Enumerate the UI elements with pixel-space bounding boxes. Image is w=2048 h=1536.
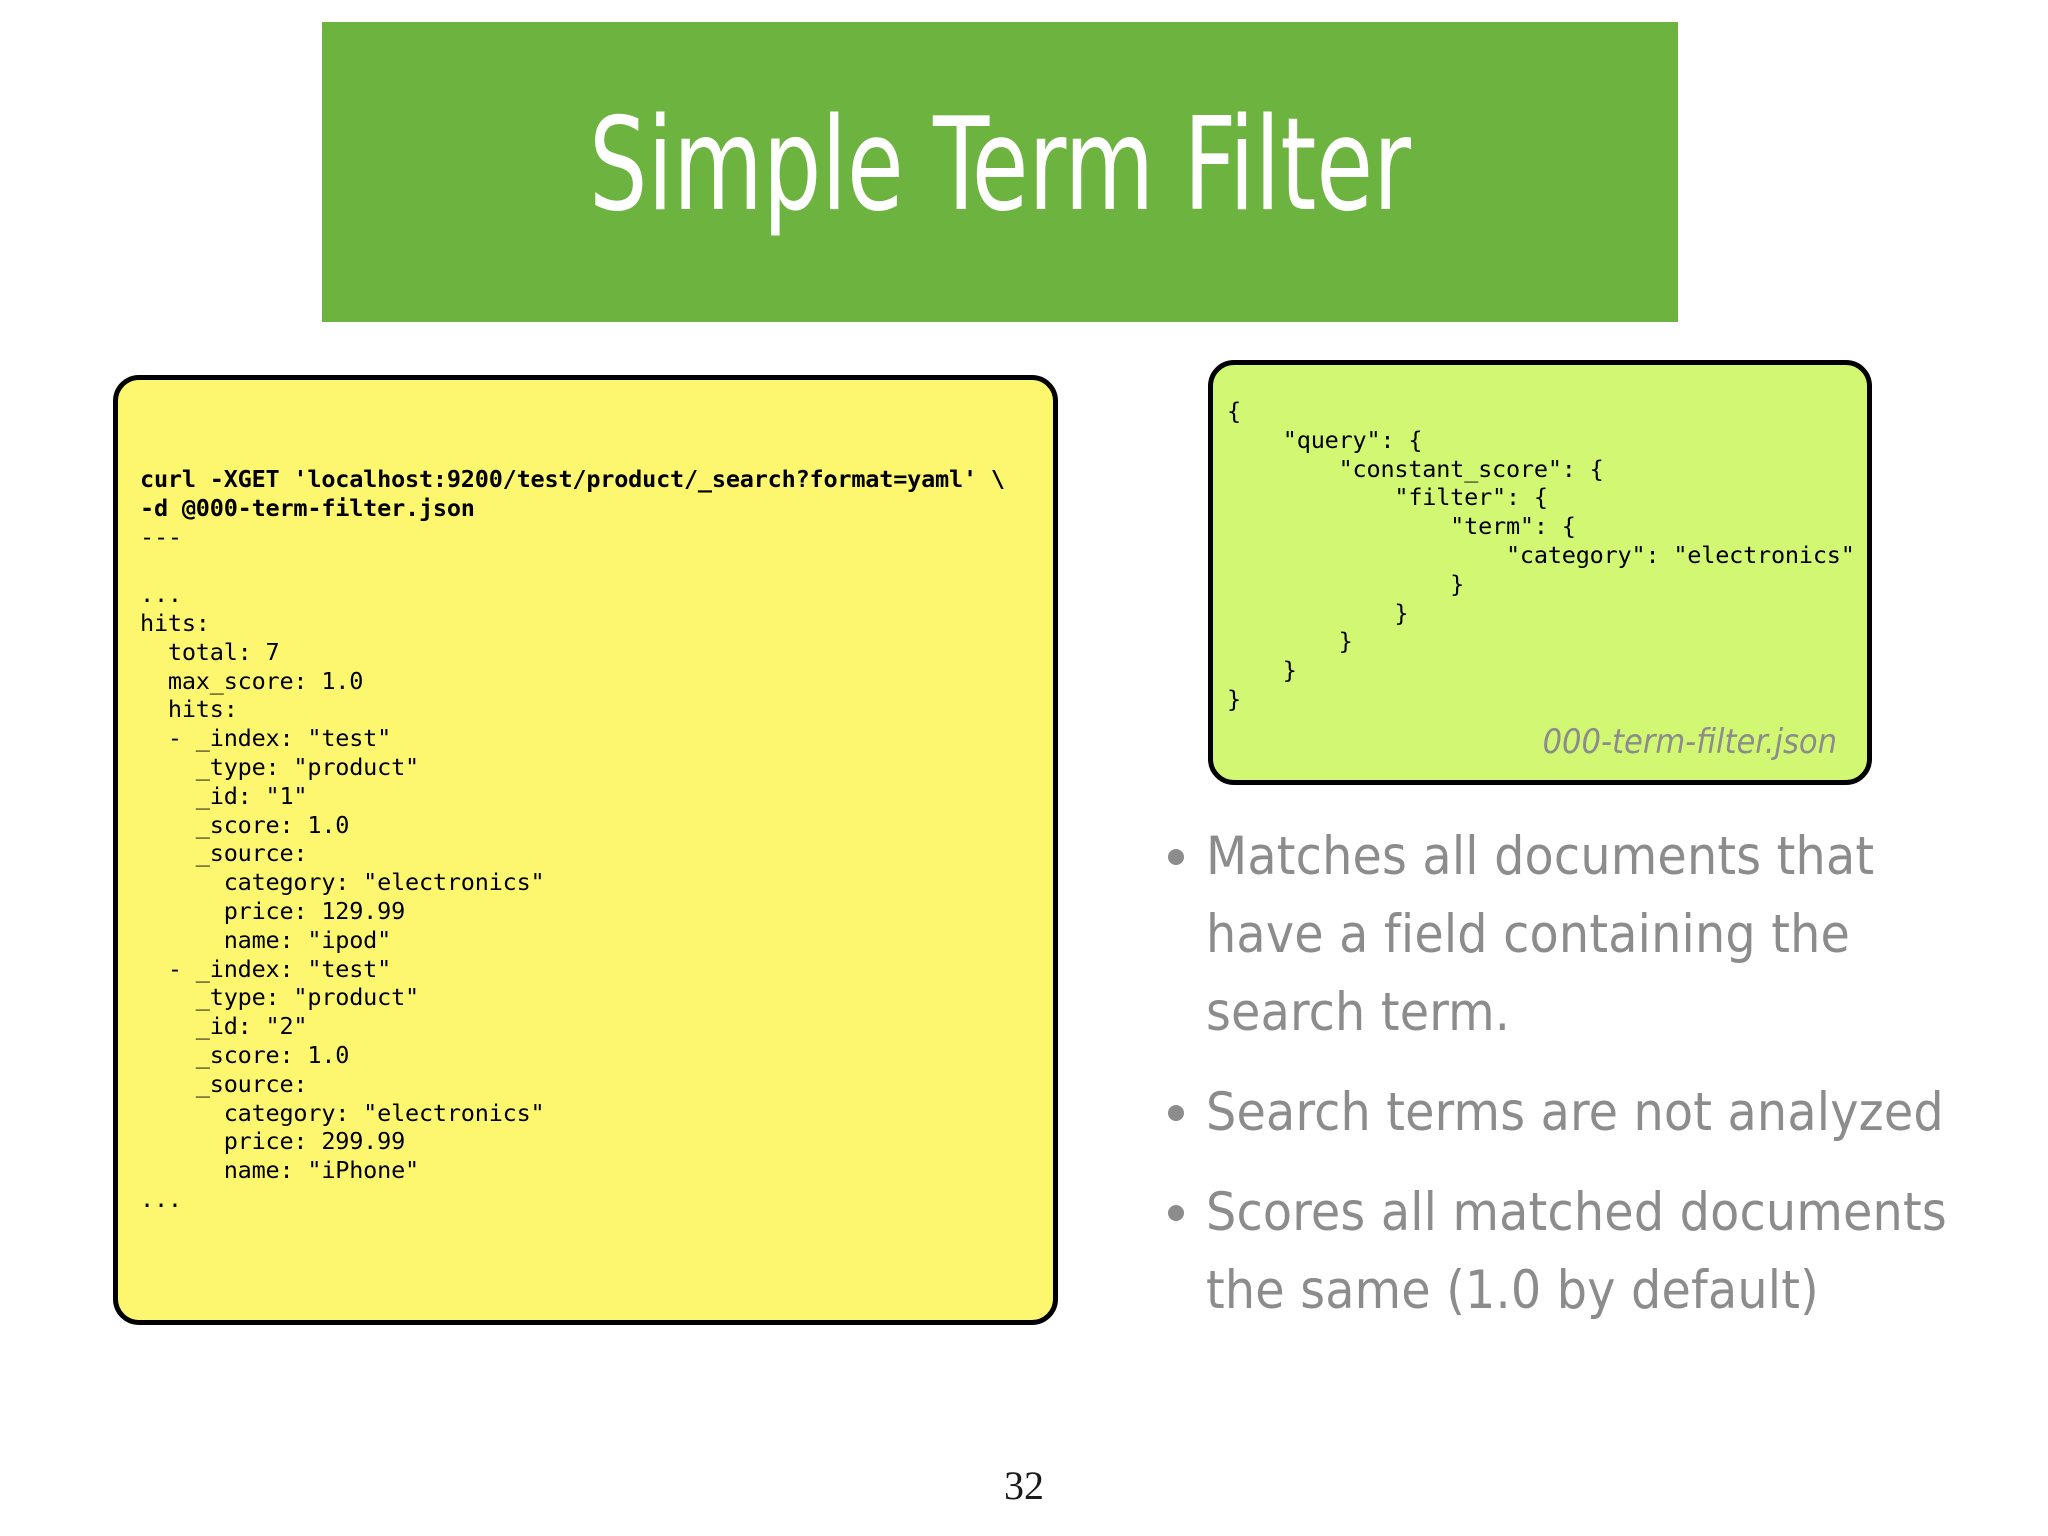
list-item: Search terms are not analyzed [1150,1074,1970,1152]
curl-command-text: curl -XGET 'localhost:9200/test/product/… [140,465,1005,522]
list-item: Scores all matched documents the same (1… [1150,1174,1970,1330]
bullet-list: Matches all documents that have a field … [1150,818,1970,1352]
bullet-dot-icon [1168,1074,1185,1152]
bullet-dot-icon [1168,1174,1185,1252]
list-item-label: Scores all matched documents the same (1… [1206,1182,1947,1321]
terminal-output-text: curl -XGET 'localhost:9200/test/product/… [140,465,1043,1214]
bullet-dot-icon [1168,818,1185,896]
list-item-label: Matches all documents that have a field … [1206,826,1875,1043]
page-title: Simple Term Filter [589,91,1411,240]
page-number: 32 [1004,1463,1044,1508]
terminal-output-card: curl -XGET 'localhost:9200/test/product/… [113,375,1058,1325]
json-filename-label: 000-term-filter.json [1542,722,1837,762]
json-query-text: { "query": { "constant_score": { "filter… [1227,397,1855,713]
json-query-card: { "query": { "constant_score": { "filter… [1208,360,1872,785]
yaml-response-text: --- ... hits: total: 7 max_score: 1.0 hi… [140,522,545,1213]
list-item-label: Search terms are not analyzed [1206,1082,1944,1143]
title-banner: Simple Term Filter [322,22,1678,322]
list-item: Matches all documents that have a field … [1150,818,1970,1052]
